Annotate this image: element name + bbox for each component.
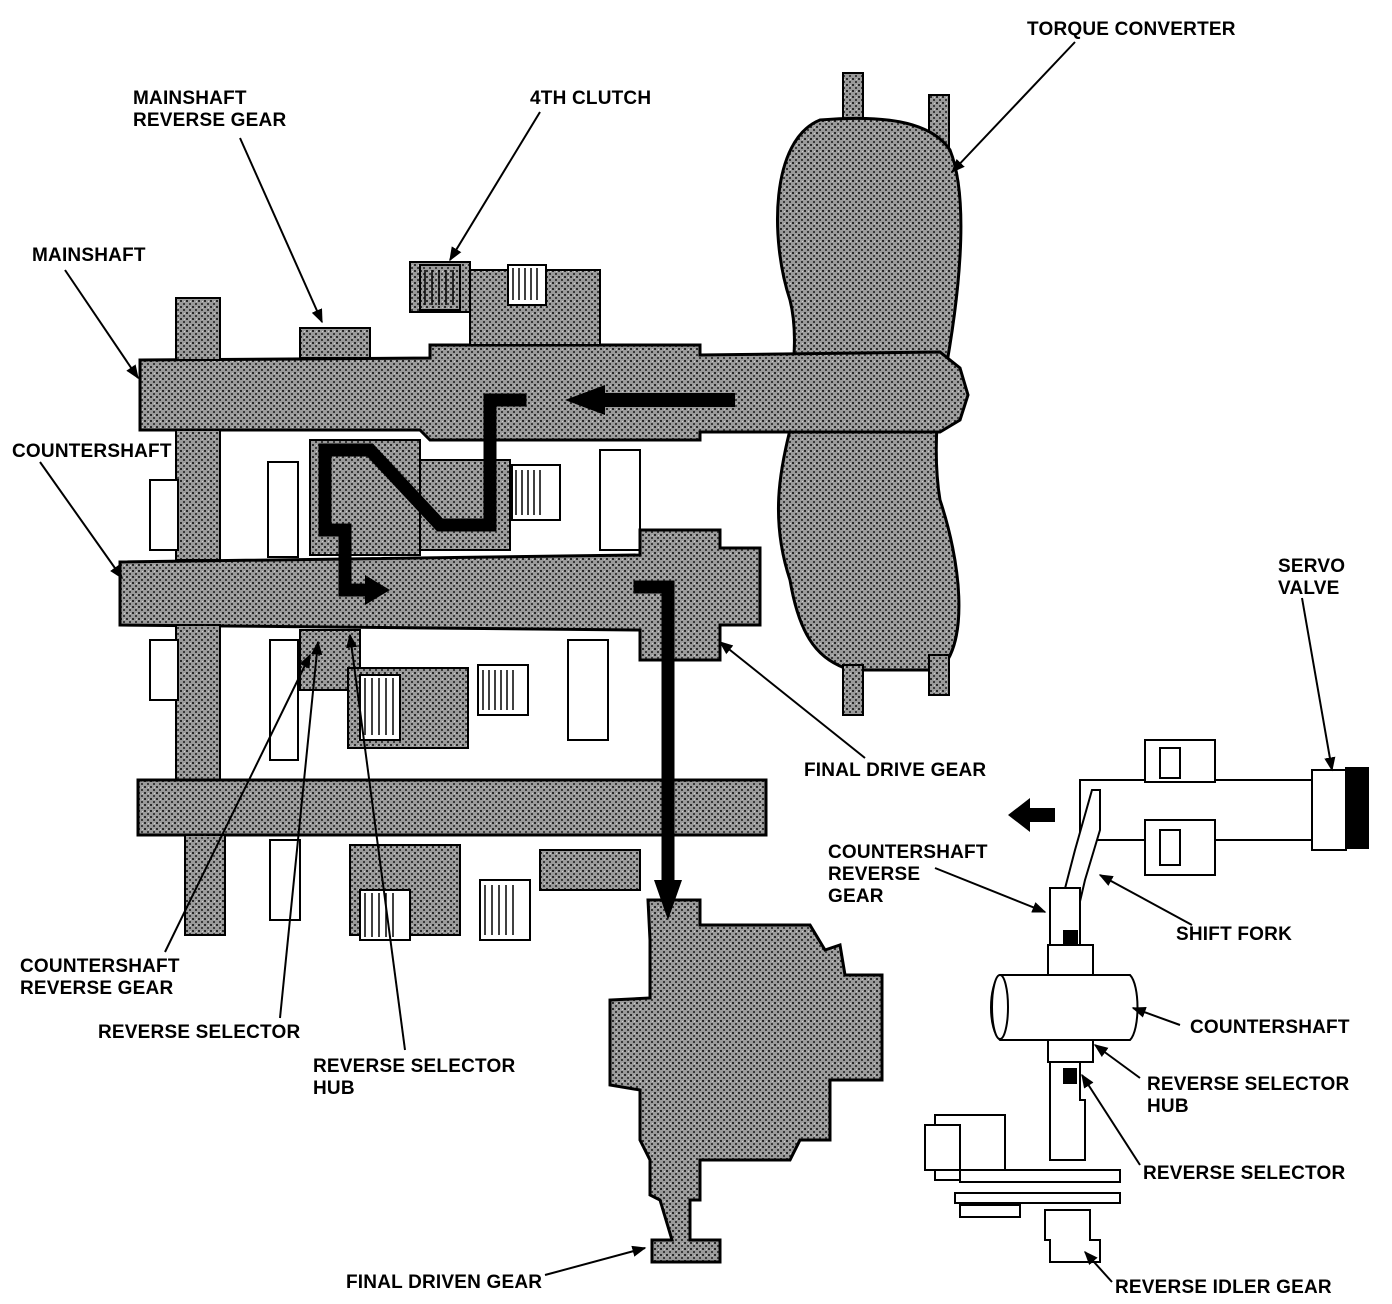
label-reverse-selector-hub-inset: REVERSE SELECTOR HUB xyxy=(1147,1074,1350,1117)
label-countershaft-inset: COUNTERSHAFT xyxy=(1190,1017,1350,1038)
label-mainshaft-reverse-gear: MAINSHAFT REVERSE GEAR xyxy=(133,88,287,131)
shift-direction-arrow xyxy=(1008,798,1055,832)
label-mainshaft: MAINSHAFT xyxy=(32,245,146,266)
label-reverse-selector: REVERSE SELECTOR xyxy=(98,1022,301,1043)
power-flow-path xyxy=(318,385,735,920)
fourth-clutch-pack xyxy=(419,264,547,311)
label-torque-converter: TORQUE CONVERTER xyxy=(1027,19,1236,40)
mainshaft-body xyxy=(138,261,970,442)
label-countershaft-reverse-gear: COUNTERSHAFT REVERSE GEAR xyxy=(20,956,180,999)
label-countershaft: COUNTERSHAFT xyxy=(12,441,172,462)
label-reverse-selector-inset: REVERSE SELECTOR xyxy=(1143,1163,1346,1184)
label-reverse-selector-hub: REVERSE SELECTOR HUB xyxy=(313,1056,516,1099)
reverse-selector-inset xyxy=(924,739,1369,1263)
countershaft-body xyxy=(118,528,762,662)
secondary-shaft-body xyxy=(136,778,768,941)
label-reverse-idler-gear: REVERSE IDLER GEAR xyxy=(1115,1277,1332,1298)
final-driven-gear-body xyxy=(608,898,884,1264)
label-final-drive-gear: FINAL DRIVE GEAR xyxy=(804,760,987,781)
label-servo-valve: SERVO VALVE xyxy=(1278,556,1346,599)
label-final-driven-gear: FINAL DRIVEN GEAR xyxy=(346,1272,543,1293)
label-4th-clutch: 4TH CLUTCH xyxy=(530,88,652,109)
label-shift-fork: SHIFT FORK xyxy=(1176,924,1292,945)
lower-gear-cluster xyxy=(149,624,609,781)
label-countershaft-reverse-gear-inset: COUNTERSHAFT REVERSE GEAR xyxy=(828,842,988,907)
upper-gear-cluster xyxy=(149,429,641,561)
leader-lines xyxy=(39,41,1336,1283)
